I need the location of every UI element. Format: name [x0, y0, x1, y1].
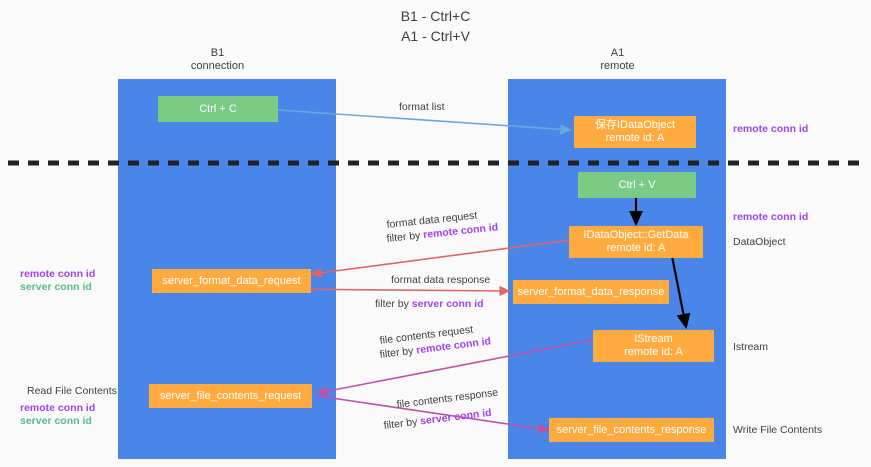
node-ctrl-c[interactable]: Ctrl + C	[158, 96, 278, 122]
node-istream-line1: IStream	[634, 333, 673, 345]
annotation-right-remote-conn-id-top: remote conn id	[733, 123, 809, 135]
diagram-title: B1 - Ctrl+C A1 - Ctrl+V	[0, 6, 871, 46]
annotation-left-remote-conn-id: remote conn id	[20, 268, 96, 280]
node-save-idataobject[interactable]: 保存IDataObject remote id: A	[574, 116, 696, 148]
node-server-file-contents-response[interactable]: server_file_contents_response	[549, 418, 714, 442]
diagram-title-line1: B1 - Ctrl+C	[400, 8, 471, 24]
lane-header-a1: A1 remote	[555, 47, 680, 72]
edge-label-file-contents-response-filter-prefix: filter by	[383, 415, 421, 432]
node-server-format-data-response[interactable]: server_format_data_response	[513, 280, 669, 304]
node-save-idataobject-line2: remote id: A	[605, 132, 665, 144]
annotation-right-remote-conn-id-mid: remote conn id	[733, 211, 809, 223]
annotation-right-write-file-contents: Write File Contents	[733, 424, 823, 436]
node-server-format-data-response-label: server_format_data_response	[517, 285, 665, 298]
node-ctrl-c-line1: Ctrl + C	[199, 102, 237, 115]
node-server-file-contents-response-label: server_file_contents_response	[556, 423, 707, 436]
edge-label-format-data-response-filter-prefix: filter by	[375, 298, 412, 310]
edge-label-file-contents-response-filter-key: server conn id	[419, 406, 493, 428]
annotation-left-read-file-contents: Read File Contents	[27, 385, 117, 397]
edge-label-format-list: format list	[399, 101, 445, 113]
node-istream-line2: remote id: A	[624, 346, 683, 358]
lane-header-b1: B1 connection	[155, 47, 280, 72]
annotation-left-server-conn-id: server conn id	[20, 281, 92, 293]
annotation-right-istream: Istream	[733, 341, 769, 353]
annotation-left-server-conn-id-2: server conn id	[20, 415, 92, 427]
node-idataobject-getdata[interactable]: IDataObject::GetData remote id: A	[569, 226, 703, 258]
edge-label-format-data-response-filter-key: server conn id	[411, 298, 484, 310]
node-server-file-contents-request-label: server_file_contents_request	[159, 389, 302, 402]
annotation-left-remote-conn-id-2: remote conn id	[20, 402, 96, 414]
lane-header-b1-line1: B1	[210, 47, 225, 59]
node-ctrl-v-line1: Ctrl + V	[618, 178, 656, 191]
diagram-title-line2: A1 - Ctrl+V	[401, 28, 470, 44]
node-idataobject-getdata-line2: remote id: A	[606, 242, 666, 254]
node-idataobject-getdata-line1: IDataObject::GetData	[583, 229, 689, 241]
edge-label-format-data-request-filter-prefix: filter by	[386, 229, 424, 245]
edge-label-format-data-response-filter: filter by server conn id	[375, 298, 484, 311]
annotation-right-dataobject: DataObject	[733, 236, 786, 248]
lane-header-b1-line2: connection	[190, 59, 245, 72]
node-server-format-data-request[interactable]: server_format_data_request	[152, 269, 311, 293]
lane-header-a1-line1: A1	[610, 47, 625, 59]
node-server-format-data-request-label: server_format_data_request	[162, 274, 301, 287]
edge-label-format-data-response: format data response	[391, 274, 491, 286]
node-server-file-contents-request[interactable]: server_file_contents_request	[149, 384, 312, 408]
node-istream[interactable]: IStream remote id: A	[593, 330, 714, 362]
node-ctrl-v[interactable]: Ctrl + V	[578, 172, 696, 198]
node-save-idataobject-line1: 保存IDataObject	[594, 119, 676, 131]
lane-header-a1-line2: remote	[600, 59, 635, 72]
